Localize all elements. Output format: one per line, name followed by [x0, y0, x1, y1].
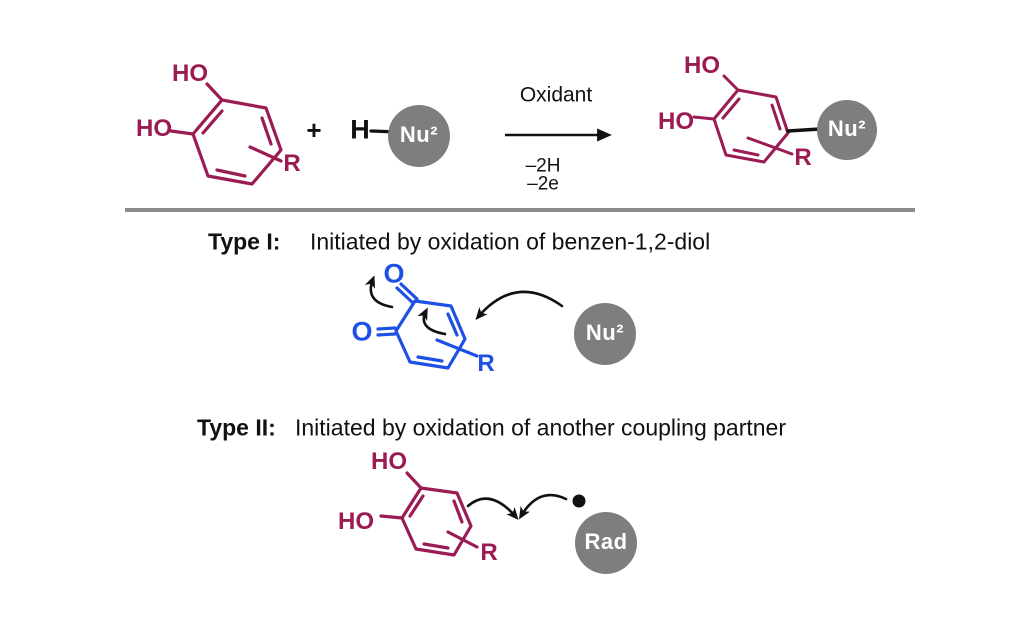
type2-title: Type II: [197, 414, 276, 441]
product-oh-left-label: HO [658, 108, 694, 135]
reactant-oh-left-label: HO [136, 115, 172, 142]
h-label: H [350, 114, 370, 145]
rad-circle [575, 512, 637, 574]
quinone-o-left-label: O [351, 316, 373, 347]
product-nu-bond [786, 127, 822, 133]
quinone-o-top-label: O [383, 258, 405, 289]
nu-label-reactant: Nu² [399, 122, 439, 147]
product-structure [692, 74, 794, 164]
quinone-structure [376, 282, 479, 370]
type2-description: Initiated by oxidation of another coupli… [295, 414, 786, 441]
type2-catechol-structure [379, 471, 479, 557]
nu-label-product: Nu² [827, 116, 867, 141]
nu-label-type1: Nu² [585, 320, 625, 345]
type2-curved-arrows [466, 493, 568, 520]
type1-title: Type I: [208, 228, 281, 255]
nu-circle-product [817, 100, 877, 160]
oxidant-label: Oxidant [519, 83, 593, 107]
type1-curved-arrows [364, 275, 564, 336]
radical-dot [572, 494, 586, 508]
minus-2e-label: –2e [527, 173, 559, 195]
reactant-catechol-structure [169, 82, 283, 186]
rad-label: Rad [584, 529, 628, 554]
minus-2h-label: –2H [525, 155, 561, 177]
type2-r-label: R [480, 539, 498, 566]
type2-oh-top-label: HO [371, 448, 407, 475]
product-oh-top-label: HO [684, 52, 720, 79]
reactant-oh-top-label: HO [172, 60, 208, 87]
type2-oh-left-label: HO [338, 508, 374, 535]
nu-circle-type1 [574, 303, 636, 365]
reactant-r-label: R [283, 150, 301, 177]
plus-sign: + [306, 115, 322, 145]
nu-circle-reactant [388, 105, 450, 167]
quinone-r-label: R [477, 350, 495, 377]
product-r-label: R [794, 144, 812, 171]
type1-description: Initiated by oxidation of benzen-1,2-dio… [310, 228, 711, 255]
